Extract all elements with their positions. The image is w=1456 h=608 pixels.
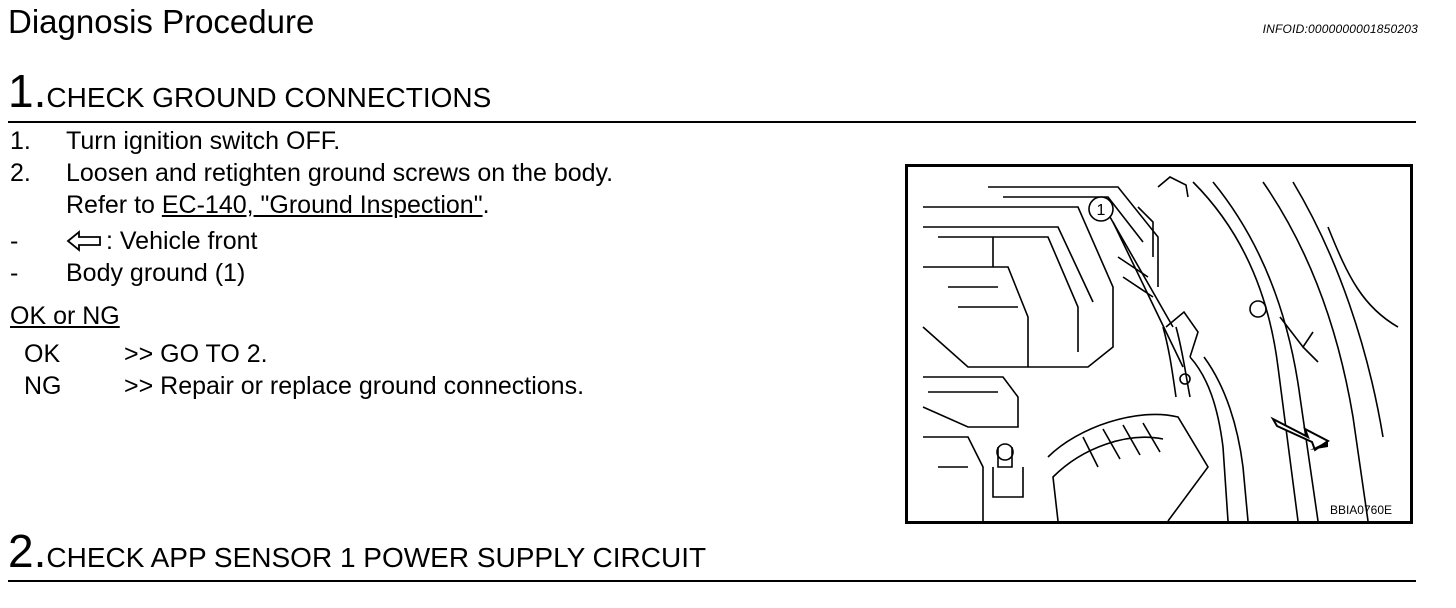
ground-inspection-link[interactable]: EC-140, "Ground Inspection"	[161, 191, 483, 219]
engine-bay-illustration: 1 BBIA0760E	[905, 164, 1413, 524]
callout-marker	[1088, 196, 1114, 222]
note-vehicle-front: - : Vehicle front	[10, 227, 258, 255]
note-body-ground: -Body ground (1)	[10, 259, 246, 287]
info-id: INFOID:0000000001850203	[1262, 22, 1418, 36]
refer-line: Refer to EC-140, "Ground Inspection".	[66, 191, 490, 219]
result-ok: OK>> GO TO 2.	[24, 340, 268, 368]
step-2-title: CHECK APP SENSOR 1 POWER SUPPLY CIRCUIT	[46, 542, 707, 573]
list-item: 1.Turn ignition switch OFF.	[10, 127, 341, 155]
callout-label: 1	[1097, 202, 1106, 219]
result-ng: NG>> Repair or replace ground connection…	[24, 372, 585, 400]
step-1-number: 1.	[8, 65, 47, 117]
result-heading: OK or NG	[10, 302, 120, 330]
figure-id: BBIA0760E	[1329, 503, 1392, 517]
page-title: Diagnosis Procedure	[8, 3, 315, 40]
step-2-number: 2.	[8, 525, 47, 577]
arrow-left-icon	[66, 230, 101, 252]
step-1-heading: 1.CHECK GROUND CONNECTIONS	[8, 66, 491, 123]
illustration-drawing: 1	[922, 176, 1399, 521]
divider	[8, 580, 1416, 582]
step-1-title: CHECK GROUND CONNECTIONS	[46, 82, 492, 113]
divider	[8, 121, 1416, 123]
list-item: 2.Loosen and retighten ground screws on …	[10, 159, 614, 187]
step-2-heading: 2.CHECK APP SENSOR 1 POWER SUPPLY CIRCUI…	[8, 526, 706, 583]
arrow-shadow	[1310, 441, 1328, 450]
